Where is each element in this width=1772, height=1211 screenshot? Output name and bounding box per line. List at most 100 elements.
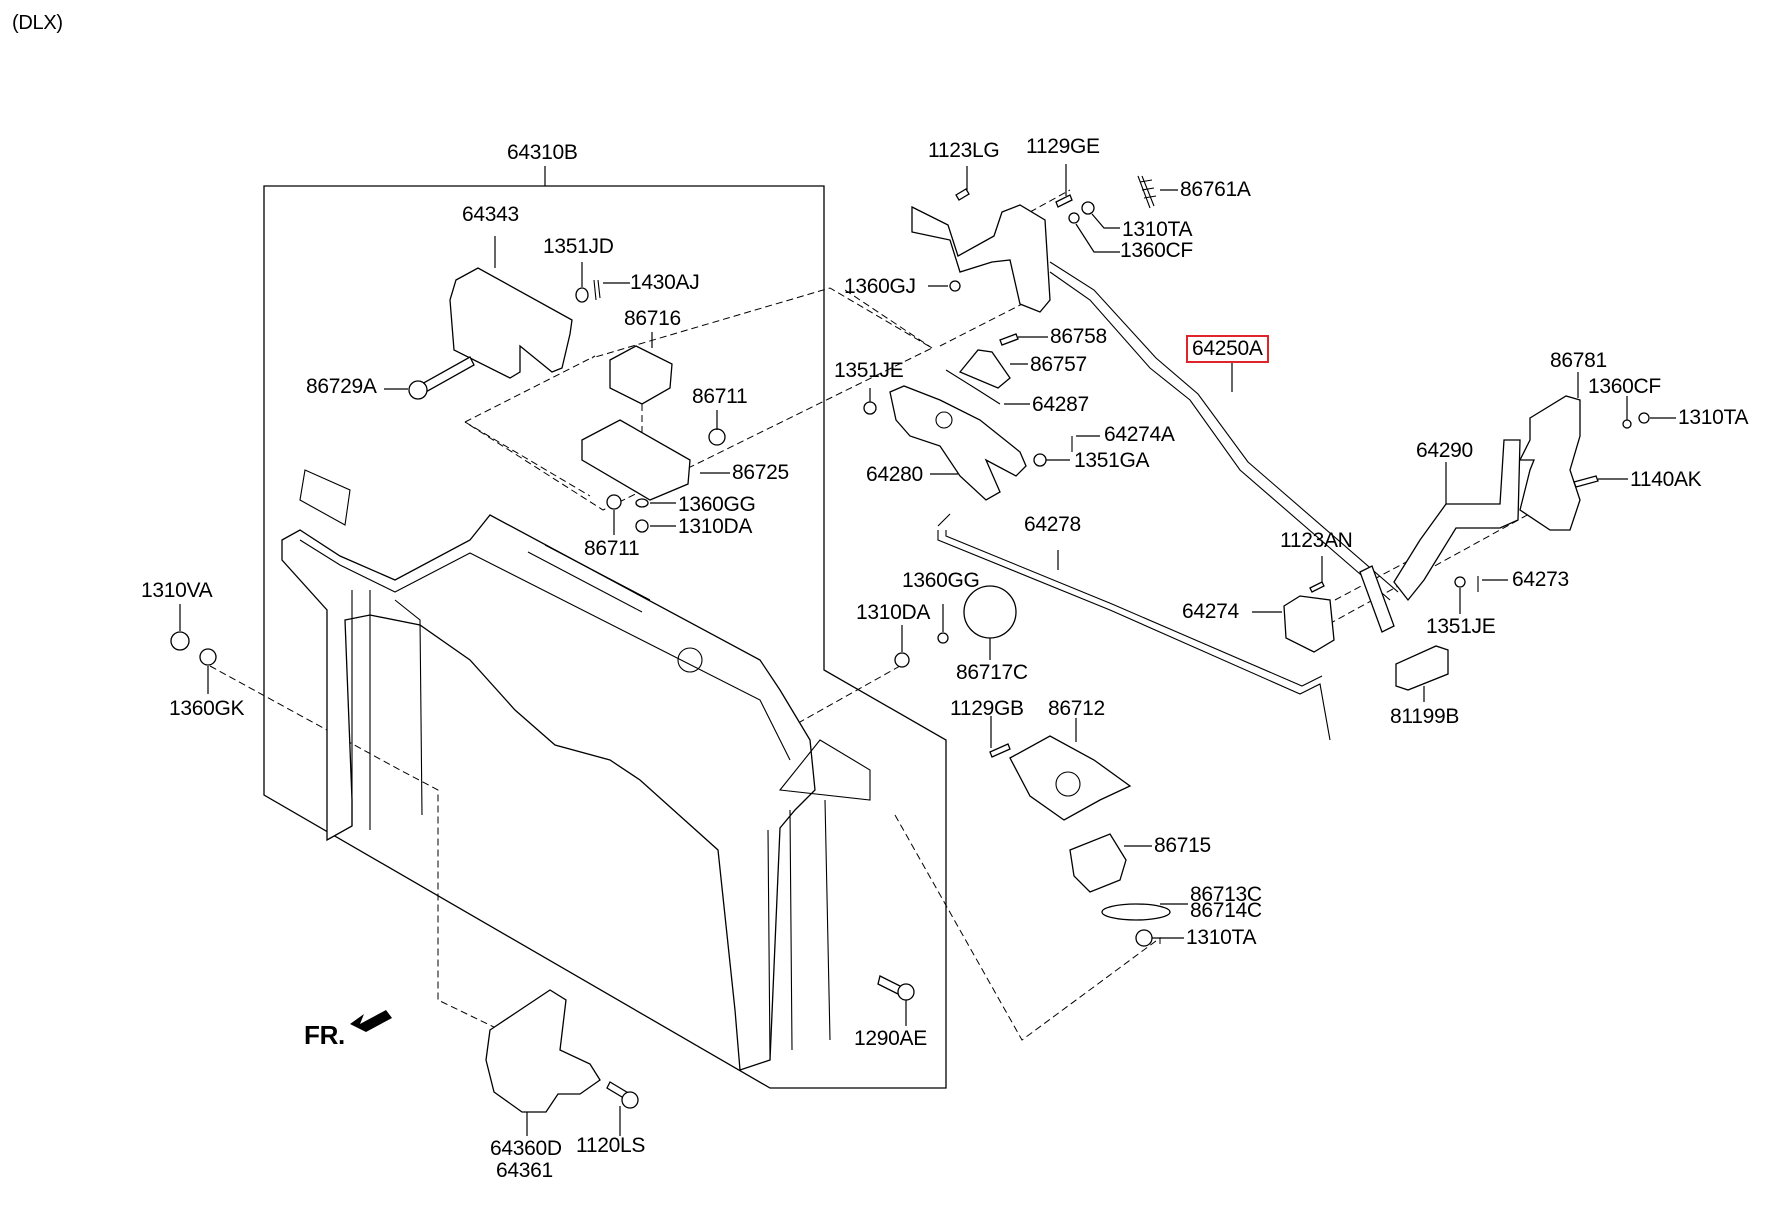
callout-1310TA-top[interactable]: 1310TA	[1122, 218, 1193, 241]
callout-1120LS[interactable]: 1120LS	[576, 1134, 646, 1157]
callout-64278[interactable]: 64278	[1024, 513, 1081, 536]
callout-1360GJ[interactable]: 1360GJ	[844, 275, 916, 298]
part-64274-bracket	[1283, 595, 1335, 653]
callout-1310VA[interactable]: 1310VA	[141, 579, 213, 602]
guide-line-upper	[939, 189, 1071, 347]
assembly-outline-64310B	[263, 185, 947, 1089]
callout-1351JE-right[interactable]: 1351JE	[1426, 615, 1496, 638]
callout-64274[interactable]: 64274	[1182, 600, 1239, 623]
part-86757-bracket	[958, 349, 1011, 389]
part-86713C-plate	[1101, 903, 1171, 921]
callout-86757[interactable]: 86757	[1030, 353, 1087, 376]
part-pedal-link	[1359, 565, 1395, 633]
part-86758-bolt	[999, 333, 1019, 346]
part-64250A-rod	[1049, 261, 1399, 601]
part-1123AN-bolt	[1309, 581, 1325, 593]
part-86717C-stopper	[963, 585, 1017, 639]
part-64343	[449, 267, 573, 379]
part-64360D-bracket	[485, 989, 601, 1113]
callout-86758[interactable]: 86758	[1050, 325, 1107, 348]
part-1129GB-bolt	[989, 743, 1011, 758]
callout-1310DA-right[interactable]: 1310DA	[856, 601, 931, 624]
part-1310DA-nut-a	[635, 519, 649, 533]
subassembly-outline	[464, 287, 934, 511]
callout-1123AN[interactable]: 1123AN	[1280, 529, 1353, 552]
subassembly-outline-2	[464, 289, 933, 497]
part-86781-bracket	[1518, 395, 1581, 531]
crossmember-top-face	[299, 469, 791, 761]
callout-86729A[interactable]: 86729A	[306, 375, 377, 398]
part-64278-rod	[937, 513, 1331, 741]
part-86716	[609, 345, 673, 405]
callout-1140AK[interactable]: 1140AK	[1630, 468, 1702, 491]
part-1129GE-bolt	[1055, 194, 1073, 208]
callout-1360CF-top[interactable]: 1360CF	[1120, 239, 1193, 262]
part-86761A-spring	[1137, 175, 1157, 209]
callout-86716[interactable]: 86716	[624, 307, 681, 330]
callout-86714C[interactable]: 86714C	[1190, 899, 1262, 922]
callout-64250A-highlighted[interactable]: 64250A	[1186, 335, 1269, 363]
part-1123LG-bolt	[955, 188, 970, 201]
callout-64280[interactable]: 64280	[866, 463, 923, 486]
callout-86725[interactable]: 86725	[732, 461, 789, 484]
callout-1360GK[interactable]: 1360GK	[169, 697, 245, 720]
part-86711-bushing-a	[708, 428, 726, 446]
crossmember-leg-right	[767, 739, 871, 1061]
front-direction-arrow-icon	[350, 1010, 392, 1036]
callout-64274A[interactable]: 64274A	[1104, 423, 1175, 446]
callout-64290[interactable]: 64290	[1416, 439, 1473, 462]
part-86712-hole	[1055, 771, 1081, 797]
callout-1360GG-upper[interactable]: 1360GG	[678, 493, 756, 516]
part-1310VA-nut	[170, 631, 190, 651]
callout-86711-upper[interactable]: 86711	[692, 385, 748, 408]
part-1430AJ-pin	[593, 279, 601, 301]
callout-1290AE[interactable]: 1290AE	[854, 1027, 927, 1050]
part-81199B-pad	[1395, 645, 1449, 691]
part-1351JE-washer-b	[1454, 576, 1466, 588]
part-1360GJ-washer	[949, 280, 961, 292]
callout-64343[interactable]: 64343	[462, 203, 519, 226]
leader-1360CFa	[1075, 223, 1120, 253]
callout-86713C[interactable]: 86713C	[1190, 883, 1262, 906]
callout-1129GB[interactable]: 1129GB	[950, 697, 1024, 720]
callout-1310TA-right[interactable]: 1310TA	[1678, 406, 1749, 429]
part-86729A-bolt	[419, 356, 475, 394]
callout-86712[interactable]: 86712	[1048, 697, 1105, 720]
callout-1310TA-bottom[interactable]: 1310TA	[1186, 926, 1257, 949]
callout-86781[interactable]: 86781	[1550, 349, 1607, 372]
part-86715-mount	[1069, 833, 1127, 893]
part-64280-bracket	[889, 385, 1027, 501]
callout-64361[interactable]: 64361	[496, 1159, 553, 1182]
callout-81199B[interactable]: 81199B	[1390, 705, 1460, 728]
part-1310TA-nut-b	[1638, 412, 1650, 424]
callout-64287[interactable]: 64287	[1032, 393, 1089, 416]
part-1351JD-washer	[575, 287, 589, 303]
callout-1351JD[interactable]: 1351JD	[543, 235, 614, 258]
callout-1360CF-right[interactable]: 1360CF	[1588, 375, 1661, 398]
crossmember-frame	[281, 514, 816, 1071]
callout-1351JE-left[interactable]: 1351JE	[834, 359, 904, 382]
part-1360CF-washer-b	[1622, 419, 1632, 429]
callout-86761A[interactable]: 86761A	[1180, 178, 1251, 201]
callout-1430AJ[interactable]: 1430AJ	[630, 271, 700, 294]
part-1351GA-washer	[1033, 453, 1047, 467]
callout-64273[interactable]: 64273	[1512, 568, 1569, 591]
callout-1123LG[interactable]: 1123LG	[928, 139, 1000, 162]
callout-1360GG-right[interactable]: 1360GG	[902, 569, 980, 592]
callout-1129GE[interactable]: 1129GE	[1026, 135, 1100, 158]
part-86712-bracket	[1009, 735, 1132, 821]
callout-64360D[interactable]: 64360D	[490, 1137, 562, 1160]
callout-86711-lower[interactable]: 86711	[584, 537, 640, 560]
callout-64310B[interactable]: 64310B	[507, 141, 578, 164]
callout-86717C[interactable]: 86717C	[956, 661, 1028, 684]
callout-1351GA[interactable]: 1351GA	[1074, 449, 1150, 472]
crossmember-leg-left	[351, 590, 423, 830]
callout-86715[interactable]: 86715	[1154, 834, 1211, 857]
part-1310TA-nut-a	[1081, 201, 1095, 215]
part-1360GG-washer-a	[635, 498, 649, 508]
part-1290AE-head	[897, 983, 915, 1001]
part-1140AK-bolt	[1573, 475, 1599, 488]
callout-1310DA-upper[interactable]: 1310DA	[678, 515, 753, 538]
part-linkage-bracket	[911, 204, 1051, 313]
front-direction-label: FR.	[304, 1020, 345, 1050]
